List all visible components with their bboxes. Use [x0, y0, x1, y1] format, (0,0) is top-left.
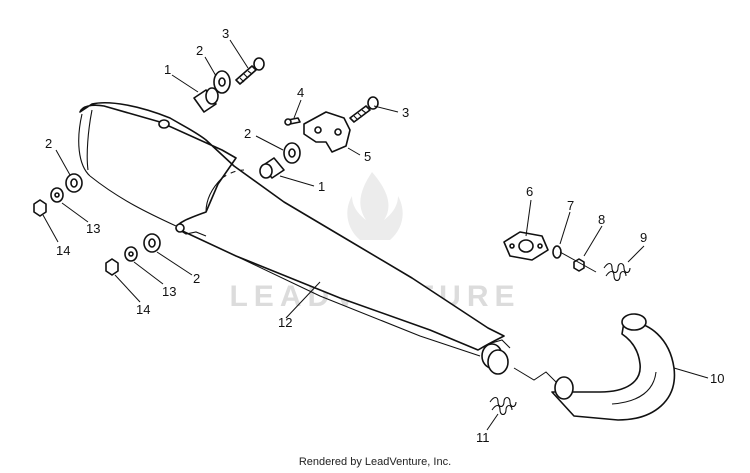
callout-2-top: 2 — [196, 43, 203, 58]
clip-4 — [284, 117, 301, 126]
left-nut-14 — [33, 199, 47, 217]
callout-5: 5 — [364, 149, 371, 164]
callout-3-mid: 3 — [402, 105, 409, 120]
mid-bolt-3 — [349, 96, 379, 123]
washer-7 — [552, 245, 562, 259]
lower-grommet-13 — [124, 246, 138, 262]
callout-2-lower: 2 — [193, 271, 200, 286]
flange-6 — [503, 231, 549, 261]
mid-washer-2 — [283, 142, 301, 164]
callout-numbers: 1 2 3 4 3 2 5 1 2 13 14 2 13 14 6 7 8 9 … — [45, 26, 724, 445]
leader-lines — [42, 39, 709, 431]
spring-9 — [603, 262, 631, 282]
callout-3-top: 3 — [222, 26, 229, 41]
rendered-by-credit: Rendered by LeadVenture, Inc. — [298, 456, 452, 468]
exhaust-pipe-10 — [551, 313, 676, 421]
left-grommet-13 — [50, 187, 64, 203]
top-bolt-3 — [235, 57, 265, 85]
callout-13-lower: 13 — [162, 284, 176, 299]
callout-4: 4 — [297, 85, 304, 100]
callout-1-top: 1 — [164, 62, 171, 77]
callout-6: 6 — [526, 184, 533, 199]
left-washer-2 — [65, 173, 83, 193]
muffler-body — [78, 101, 511, 375]
top-grommet-1 — [193, 87, 219, 113]
callout-2-left: 2 — [45, 136, 52, 151]
callout-14-left: 14 — [56, 243, 70, 258]
callout-8: 8 — [598, 212, 605, 227]
callout-1-mid: 1 — [318, 179, 325, 194]
top-washer-2 — [213, 70, 231, 94]
lower-washer-2 — [143, 233, 161, 253]
callout-13-left: 13 — [86, 221, 100, 236]
nut-8 — [573, 258, 585, 272]
callout-2-mid: 2 — [244, 126, 251, 141]
watermark-flame-icon — [347, 172, 403, 240]
callout-9: 9 — [640, 230, 647, 245]
lower-nut-14 — [105, 258, 119, 276]
mid-grommet-1 — [259, 157, 285, 179]
callout-12: 12 — [278, 315, 292, 330]
spring-11 — [489, 396, 517, 416]
bracket-5 — [303, 111, 351, 153]
callout-14-lower: 14 — [136, 302, 150, 317]
callout-7: 7 — [567, 198, 574, 213]
callout-11: 11 — [476, 430, 490, 445]
callout-10: 10 — [710, 371, 724, 386]
